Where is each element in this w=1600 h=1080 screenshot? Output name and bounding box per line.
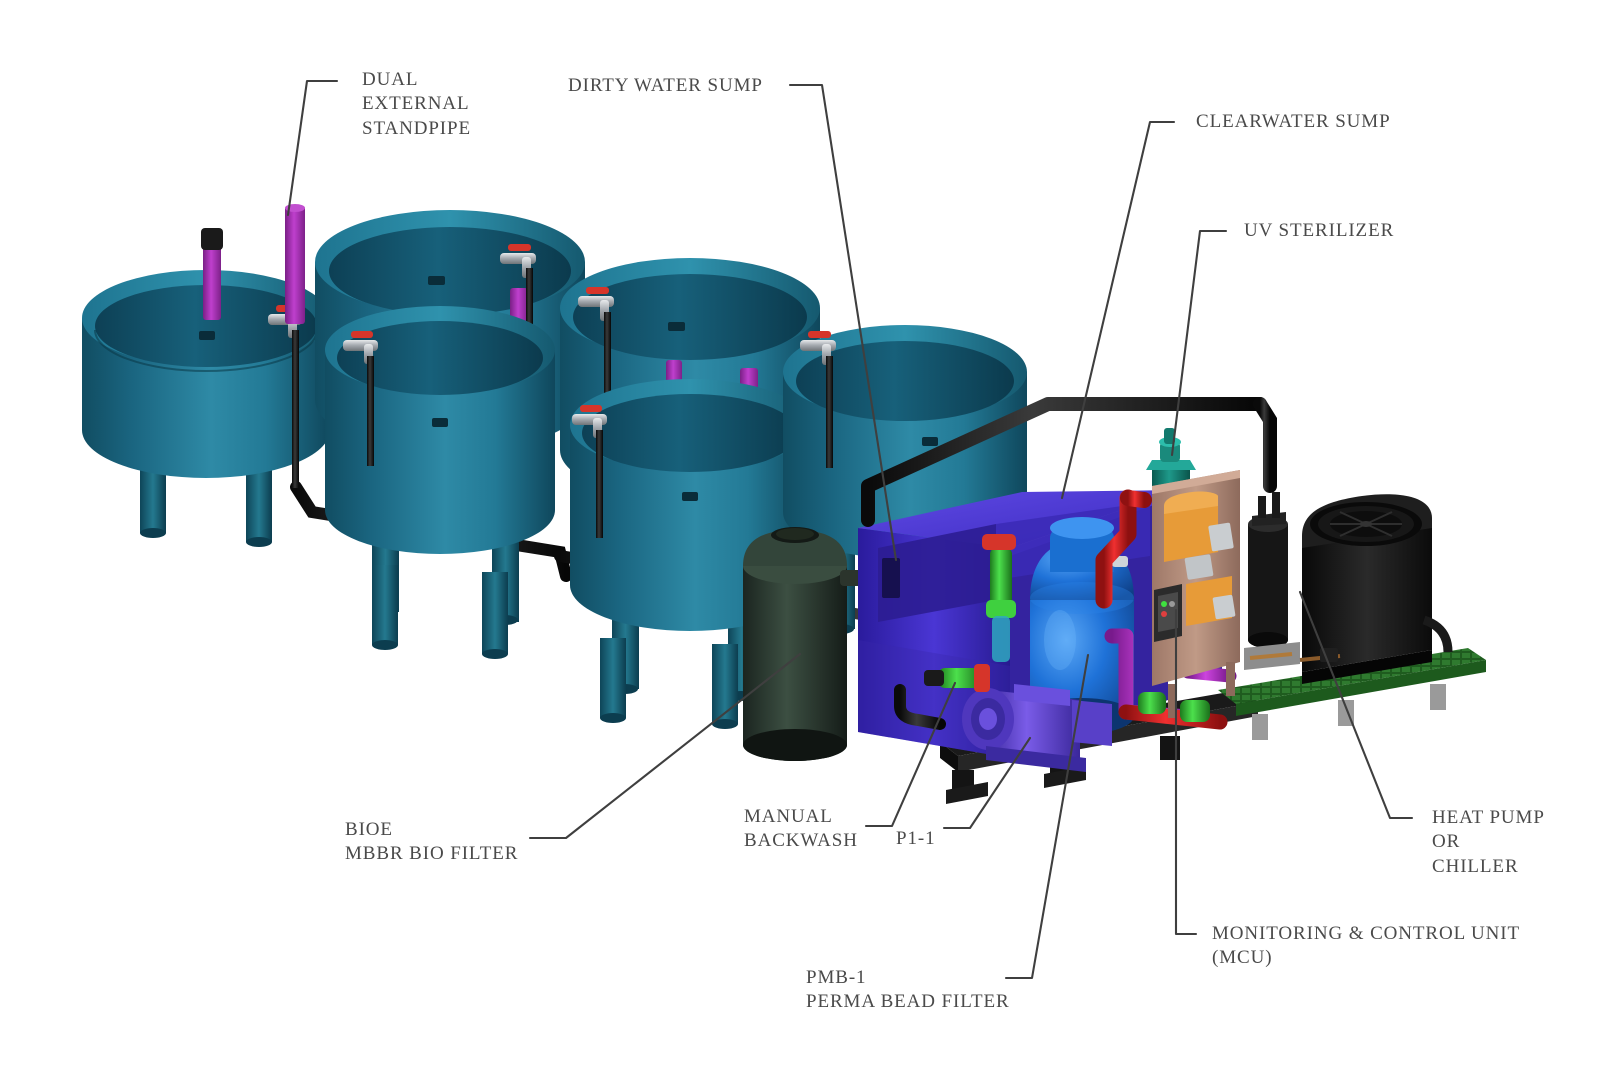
label-dual-external-standpipe: DUAL EXTERNAL STANDPIPE bbox=[362, 69, 471, 139]
tank-2-valve bbox=[343, 331, 378, 364]
label-bioe-mbbr-bio-filter: BIOE MBBR BIO FILTER bbox=[345, 819, 519, 865]
culture-tank-2 bbox=[325, 306, 555, 659]
label-p1-1: P1-1 bbox=[896, 828, 936, 849]
compressor-receiver bbox=[1244, 492, 1300, 670]
equipment-skid bbox=[858, 397, 1486, 804]
leader-heat-pump-or-chiller bbox=[1298, 590, 1414, 820]
label-uv-sterilizer: UV STERILIZER bbox=[1244, 220, 1395, 241]
leader-dirty-water-sump bbox=[788, 83, 898, 562]
leader-dual-external-standpipe bbox=[286, 79, 339, 217]
monitoring-control-unit bbox=[1152, 470, 1240, 718]
mcu-control-box bbox=[1154, 584, 1182, 642]
culture-tank-1 bbox=[82, 270, 330, 547]
leader-manual-backwash bbox=[864, 681, 957, 828]
leader-pmb-1-perma-bead-filter bbox=[1004, 653, 1090, 980]
leader-p1-1 bbox=[942, 736, 1032, 830]
p1-1-pump bbox=[924, 664, 1112, 772]
label-manual-backwash: MANUAL BACKWASH bbox=[744, 806, 858, 852]
leader-monitoring-control-unit bbox=[1174, 608, 1198, 936]
heat-pump-or-chiller bbox=[1299, 494, 1453, 684]
manual-backwash-valve bbox=[982, 509, 1059, 662]
skid-inlet-hose bbox=[894, 684, 946, 730]
label-pmb-1-perma-bead-filter: PMB-1 PERMA BEAD FILTER bbox=[806, 967, 1010, 1013]
label-heat-pump-or-chiller: HEAT PUMP OR CHILLER bbox=[1432, 807, 1545, 877]
label-clearwater-sump: CLEARWATER SUMP bbox=[1196, 111, 1391, 132]
leader-clearwater-sump bbox=[1060, 120, 1176, 500]
dual-external-standpipe-group bbox=[201, 204, 305, 324]
leader-lines bbox=[286, 79, 1414, 980]
label-dirty-water-sump: DIRTY WATER SUMP bbox=[568, 75, 763, 96]
label-monitoring-control-unit: MONITORING & CONTROL UNIT (MCU) bbox=[1212, 923, 1521, 969]
tank-6-valve bbox=[800, 331, 836, 365]
leader-bioe-mbbr-bio-filter bbox=[528, 652, 802, 840]
culture-tank-bank bbox=[82, 204, 1027, 729]
leader-uv-sterilizer bbox=[1170, 229, 1228, 457]
